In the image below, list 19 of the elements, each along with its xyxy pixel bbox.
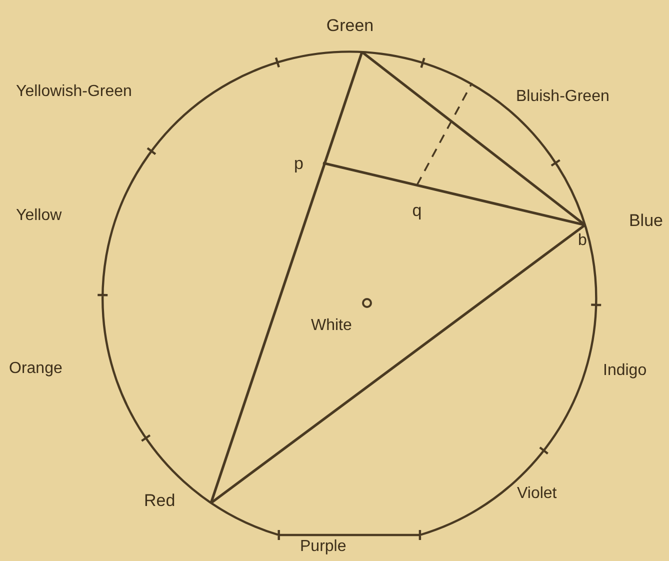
color-label: Purple	[300, 537, 346, 557]
color-label: White	[311, 316, 352, 336]
vertex-label: p	[294, 154, 304, 174]
vertex-label: Green	[326, 16, 374, 36]
color-label: Bluish-Green	[516, 87, 610, 107]
vertex-label: q	[412, 201, 422, 221]
chord-line	[361, 50, 586, 226]
chord-line	[210, 224, 586, 504]
vertex-label: Red	[144, 491, 176, 511]
vertex-label: Blue	[628, 211, 663, 231]
color-label: Violet	[517, 484, 557, 504]
chord-line	[322, 162, 586, 226]
color-label: Indigo	[603, 361, 647, 381]
chord-line	[210, 52, 364, 504]
dashed-line	[416, 82, 473, 186]
color-label: Yellow	[16, 206, 62, 226]
color-label: Orange	[9, 359, 62, 379]
color-label: Yellowish-Green	[16, 82, 132, 102]
color-label: b	[578, 231, 587, 251]
